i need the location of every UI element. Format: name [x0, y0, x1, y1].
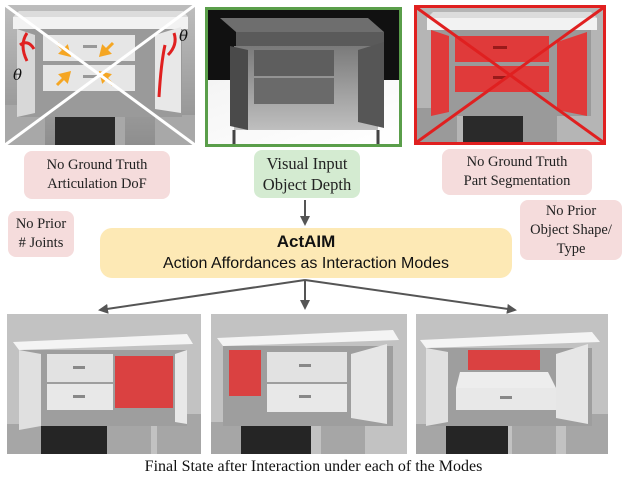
no-prior-shape-line1: No Prior	[545, 202, 597, 219]
visual-input-line2: Object Depth	[262, 175, 352, 194]
no-prior-joints-label: No Prior # Joints	[8, 211, 74, 257]
actaim-box: ActAIM Action Affordances as Interaction…	[100, 228, 512, 278]
no-gt-seg-line2: Part Segmentation	[463, 173, 571, 189]
no-prior-shape-label: No Prior Object Shape/ Type	[520, 200, 622, 260]
arrow-to-mode-3	[304, 279, 517, 314]
no-gt-seg-line1: No Ground Truth	[466, 154, 568, 170]
no-ground-truth-seg-label: No Ground Truth Part Segmentation	[442, 149, 592, 195]
depth-image	[205, 7, 402, 147]
theta-label-1: θ	[13, 66, 22, 84]
no-prior-joints-line2: # Joints	[18, 235, 64, 251]
no-prior-joints-line1: No Prior	[15, 216, 67, 232]
mode-3-final-state-image	[416, 314, 608, 454]
no-gt-dof-line1: No Ground Truth	[46, 157, 148, 173]
no-ground-truth-dof-label: No Ground Truth Articulation DoF	[24, 151, 170, 199]
no-gt-dof-line2: Articulation DoF	[47, 176, 147, 192]
actaim-subtitle: Action Affordances as Interaction Modes	[162, 255, 450, 272]
articulation-dof-image: θ θ	[5, 5, 195, 145]
arrow-to-mode-1	[98, 279, 306, 314]
mode-2-final-state-image	[211, 314, 407, 454]
no-prior-shape-line2: Object Shape/	[530, 221, 612, 238]
visual-input-line1: Visual Input	[266, 154, 348, 173]
figure-caption: Final State after Interaction under each…	[144, 458, 483, 475]
visual-input-label: Visual Input Object Depth	[254, 150, 360, 198]
no-prior-shape-line3: Type	[556, 240, 586, 257]
mode-1-final-state-image	[7, 314, 201, 454]
actaim-title: ActAIM	[276, 232, 336, 251]
part-segmentation-image	[414, 5, 606, 145]
theta-label-2: θ	[179, 27, 188, 45]
